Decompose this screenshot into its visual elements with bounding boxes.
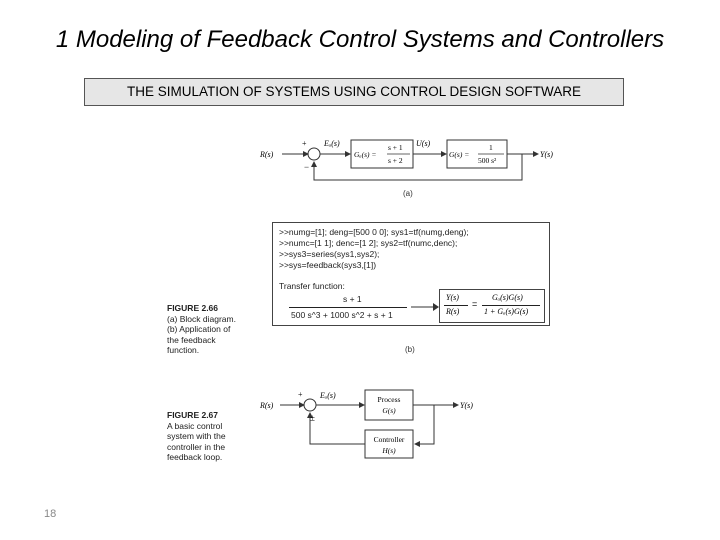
caption-a: (a)	[403, 189, 413, 198]
plus-sign: +	[302, 139, 307, 148]
controller-function: H(s)	[381, 446, 396, 455]
input-label: R(s)	[259, 401, 274, 410]
code-line: >>numc=[1 1]; denc=[1 2]; sys2=tf(numc,d…	[279, 238, 458, 248]
code-line: >>sys=feedback(sys3,[1])	[279, 260, 377, 270]
figure-caption-line: (b) Application of	[167, 324, 231, 334]
figure-title: FIGURE 2.66	[167, 303, 219, 313]
section-banner: THE SIMULATION OF SYSTEMS USING CONTROL …	[84, 78, 624, 106]
figure-caption-line: function.	[167, 345, 200, 355]
eq-lhs-numerator: Y(s)	[446, 293, 459, 302]
output-label: Y(s)	[540, 150, 553, 159]
eq-rhs-denominator: 1 + Gₐ(s)G(s)	[484, 307, 529, 316]
plusminus-sign: ±	[310, 413, 315, 423]
controller-denominator: s + 2	[388, 156, 403, 165]
figure-caption-line: feedback loop.	[167, 452, 223, 462]
eq-sign: =	[472, 299, 478, 309]
code-line: >>sys3=series(sys1,sys2);	[279, 249, 380, 259]
summing-junction	[303, 398, 317, 412]
minus-sign: −	[304, 162, 309, 172]
figure-caption-line: system with the	[167, 431, 226, 441]
figure-2-66-caption: FIGURE 2.66 (a) Block diagram. (b) Appli…	[167, 303, 236, 356]
input-label: R(s)	[259, 150, 274, 159]
summing-junction	[307, 147, 321, 161]
controller-label: Controller	[374, 435, 405, 444]
matlab-code-panel: >>numg=[1]; deng=[500 0 0]; sys1=tf(numg…	[272, 222, 550, 326]
block-diagram-a: R(s) + − Eₐ(s) U(s) Y(s) Gₐ(s) = s + 1 s…	[259, 139, 553, 181]
slide-title: 1 Modeling of Feedback Control Systems a…	[55, 26, 665, 53]
transfer-label: Transfer function:	[279, 281, 345, 291]
caption-b: (b)	[405, 345, 415, 354]
block-diagram-feedback-controller: R(s) + ± Eₐ(s) Y(s) Process G(s) Control…	[259, 389, 473, 459]
error-label: Eₐ(s)	[323, 139, 340, 148]
output-label: Y(s)	[460, 401, 473, 410]
tf-denominator: 500 s^3 + 1000 s^2 + s + 1	[291, 310, 393, 320]
closed-loop-equation: Y(s) R(s) = Gₐ(s)G(s) 1 + Gₐ(s)G(s)	[439, 289, 545, 323]
feedback-line	[311, 154, 523, 181]
tf-numerator: s + 1	[343, 294, 362, 304]
control-label: U(s)	[416, 139, 431, 148]
eq-lhs-denominator: R(s)	[446, 307, 460, 316]
process-label: Process	[378, 395, 401, 404]
page-number: 18	[44, 508, 57, 520]
figure-caption-line: (a) Block diagram.	[167, 313, 236, 324]
figure-caption-line: the feedback	[167, 334, 216, 345]
eq-rhs-numerator: Gₐ(s)G(s)	[492, 293, 523, 302]
figure-caption-line: controller in the	[167, 441, 226, 452]
figure-title: FIGURE 2.67	[167, 410, 219, 420]
arrow-icon	[411, 303, 439, 311]
process-function: G(s)	[382, 406, 396, 415]
code-line: >>numg=[1]; deng=[500 0 0]; sys1=tf(numg…	[279, 227, 469, 237]
figure-2-67-caption: FIGURE 2.67 A basic control system with …	[167, 410, 226, 463]
plant-lhs: G(s) =	[449, 150, 469, 159]
plus-sign: +	[298, 390, 303, 399]
figure-caption-line: A basic control	[167, 420, 223, 431]
controller-lhs: Gₐ(s) =	[354, 150, 376, 159]
plant-denominator: 500 s²	[478, 156, 497, 165]
controller-numerator: s + 1	[388, 143, 403, 152]
error-label: Eₐ(s)	[319, 391, 336, 400]
plant-numerator: 1	[489, 143, 493, 152]
